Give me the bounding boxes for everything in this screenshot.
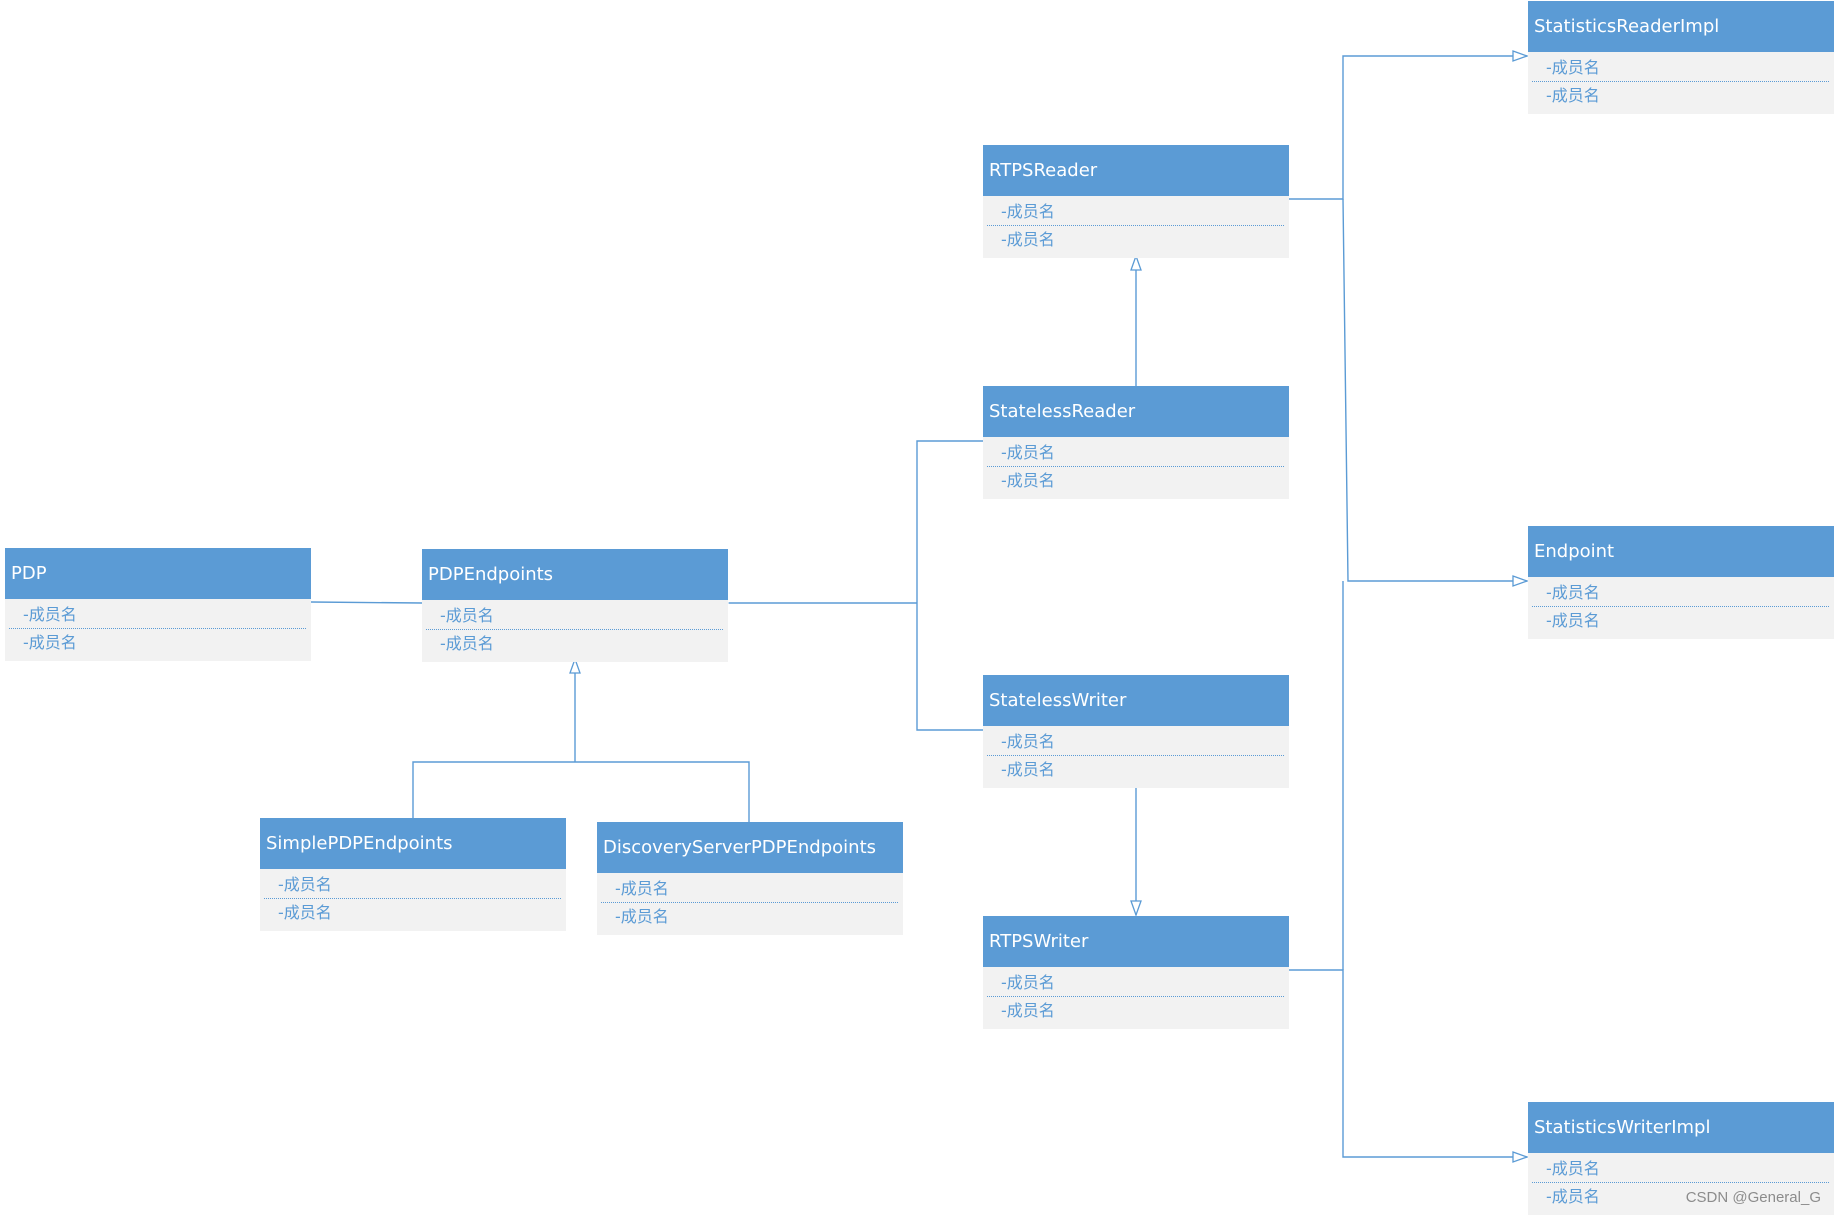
class-name: PDPEndpoints [422,549,728,600]
class-name: RTPSReader [983,145,1289,196]
class-member: -成员名 [1546,611,1600,630]
class-member: -成员名 [1532,579,1829,607]
class-member: -成员名 [987,439,1284,467]
class-name: Endpoint [1528,526,1834,577]
class-box-statistics-reader-impl[interactable]: StatisticsReaderImpl -成员名 -成员名 [1528,1,1834,114]
class-box-discovery-server-pdp-endpoints[interactable]: DiscoveryServerPDPEndpoints -成员名 -成员名 [597,822,903,935]
class-box-pdp[interactable]: PDP -成员名 -成员名 [5,548,311,661]
simple-pdp-inherit-line [412,761,575,818]
class-name: StatelessReader [983,386,1289,437]
class-member: -成员名 [987,728,1284,756]
class-name: PDP [5,548,311,599]
class-name: SimplePDPEndpoints [260,818,566,869]
class-name: StatisticsReaderImpl [1528,1,1834,52]
class-name: StatelessWriter [983,675,1289,726]
class-member: -成员名 [9,601,306,629]
class-member: -成员名 [264,871,561,899]
class-box-stateless-reader[interactable]: StatelessReader -成员名 -成员名 [983,386,1289,499]
pdp-composition-link [297,597,423,606]
class-member: -成员名 [440,634,494,653]
reader-endpoint-link [1342,198,1527,581]
class-name: RTPSWriter [983,916,1289,967]
class-member: -成员名 [987,198,1284,226]
class-member: -成员名 [1532,1155,1829,1183]
class-member: -成员名 [426,602,723,630]
reader-right-link [1289,56,1527,200]
class-box-rtps-reader[interactable]: RTPSReader -成员名 -成员名 [983,145,1289,258]
class-member: -成员名 [615,907,669,926]
writer-right-link [1289,969,1527,1157]
class-box-statistics-writer-impl[interactable]: StatisticsWriterImpl -成员名 -成员名 [1528,1102,1834,1215]
class-member: -成员名 [1546,86,1600,105]
class-box-simple-pdp-endpoints[interactable]: SimplePDPEndpoints -成员名 -成员名 [260,818,566,931]
class-member: -成员名 [1001,760,1055,779]
class-member: -成员名 [278,903,332,922]
class-member: -成员名 [987,969,1284,997]
class-member: -成员名 [1001,1001,1055,1020]
stateless-branch-line [916,440,983,731]
class-name: DiscoveryServerPDPEndpoints [597,822,903,873]
class-member: -成员名 [23,633,77,652]
class-member: -成员名 [601,875,898,903]
discovery-pdp-inherit-line [575,761,750,822]
class-member: -成员名 [1001,471,1055,490]
class-name: StatisticsWriterImpl [1528,1102,1834,1153]
class-box-stateless-writer[interactable]: StatelessWriter -成员名 -成员名 [983,675,1289,788]
class-box-endpoint[interactable]: Endpoint -成员名 -成员名 [1528,526,1834,639]
watermark: CSDN @General_G [1685,1189,1821,1206]
class-member: -成员名 [1001,230,1055,249]
class-box-rtps-writer[interactable]: RTPSWriter -成员名 -成员名 [983,916,1289,1029]
class-box-pdp-endpoints[interactable]: PDPEndpoints -成员名 -成员名 [422,549,728,662]
class-member: -成员名 [1532,54,1829,82]
class-member: -成员名 [1546,1187,1600,1206]
